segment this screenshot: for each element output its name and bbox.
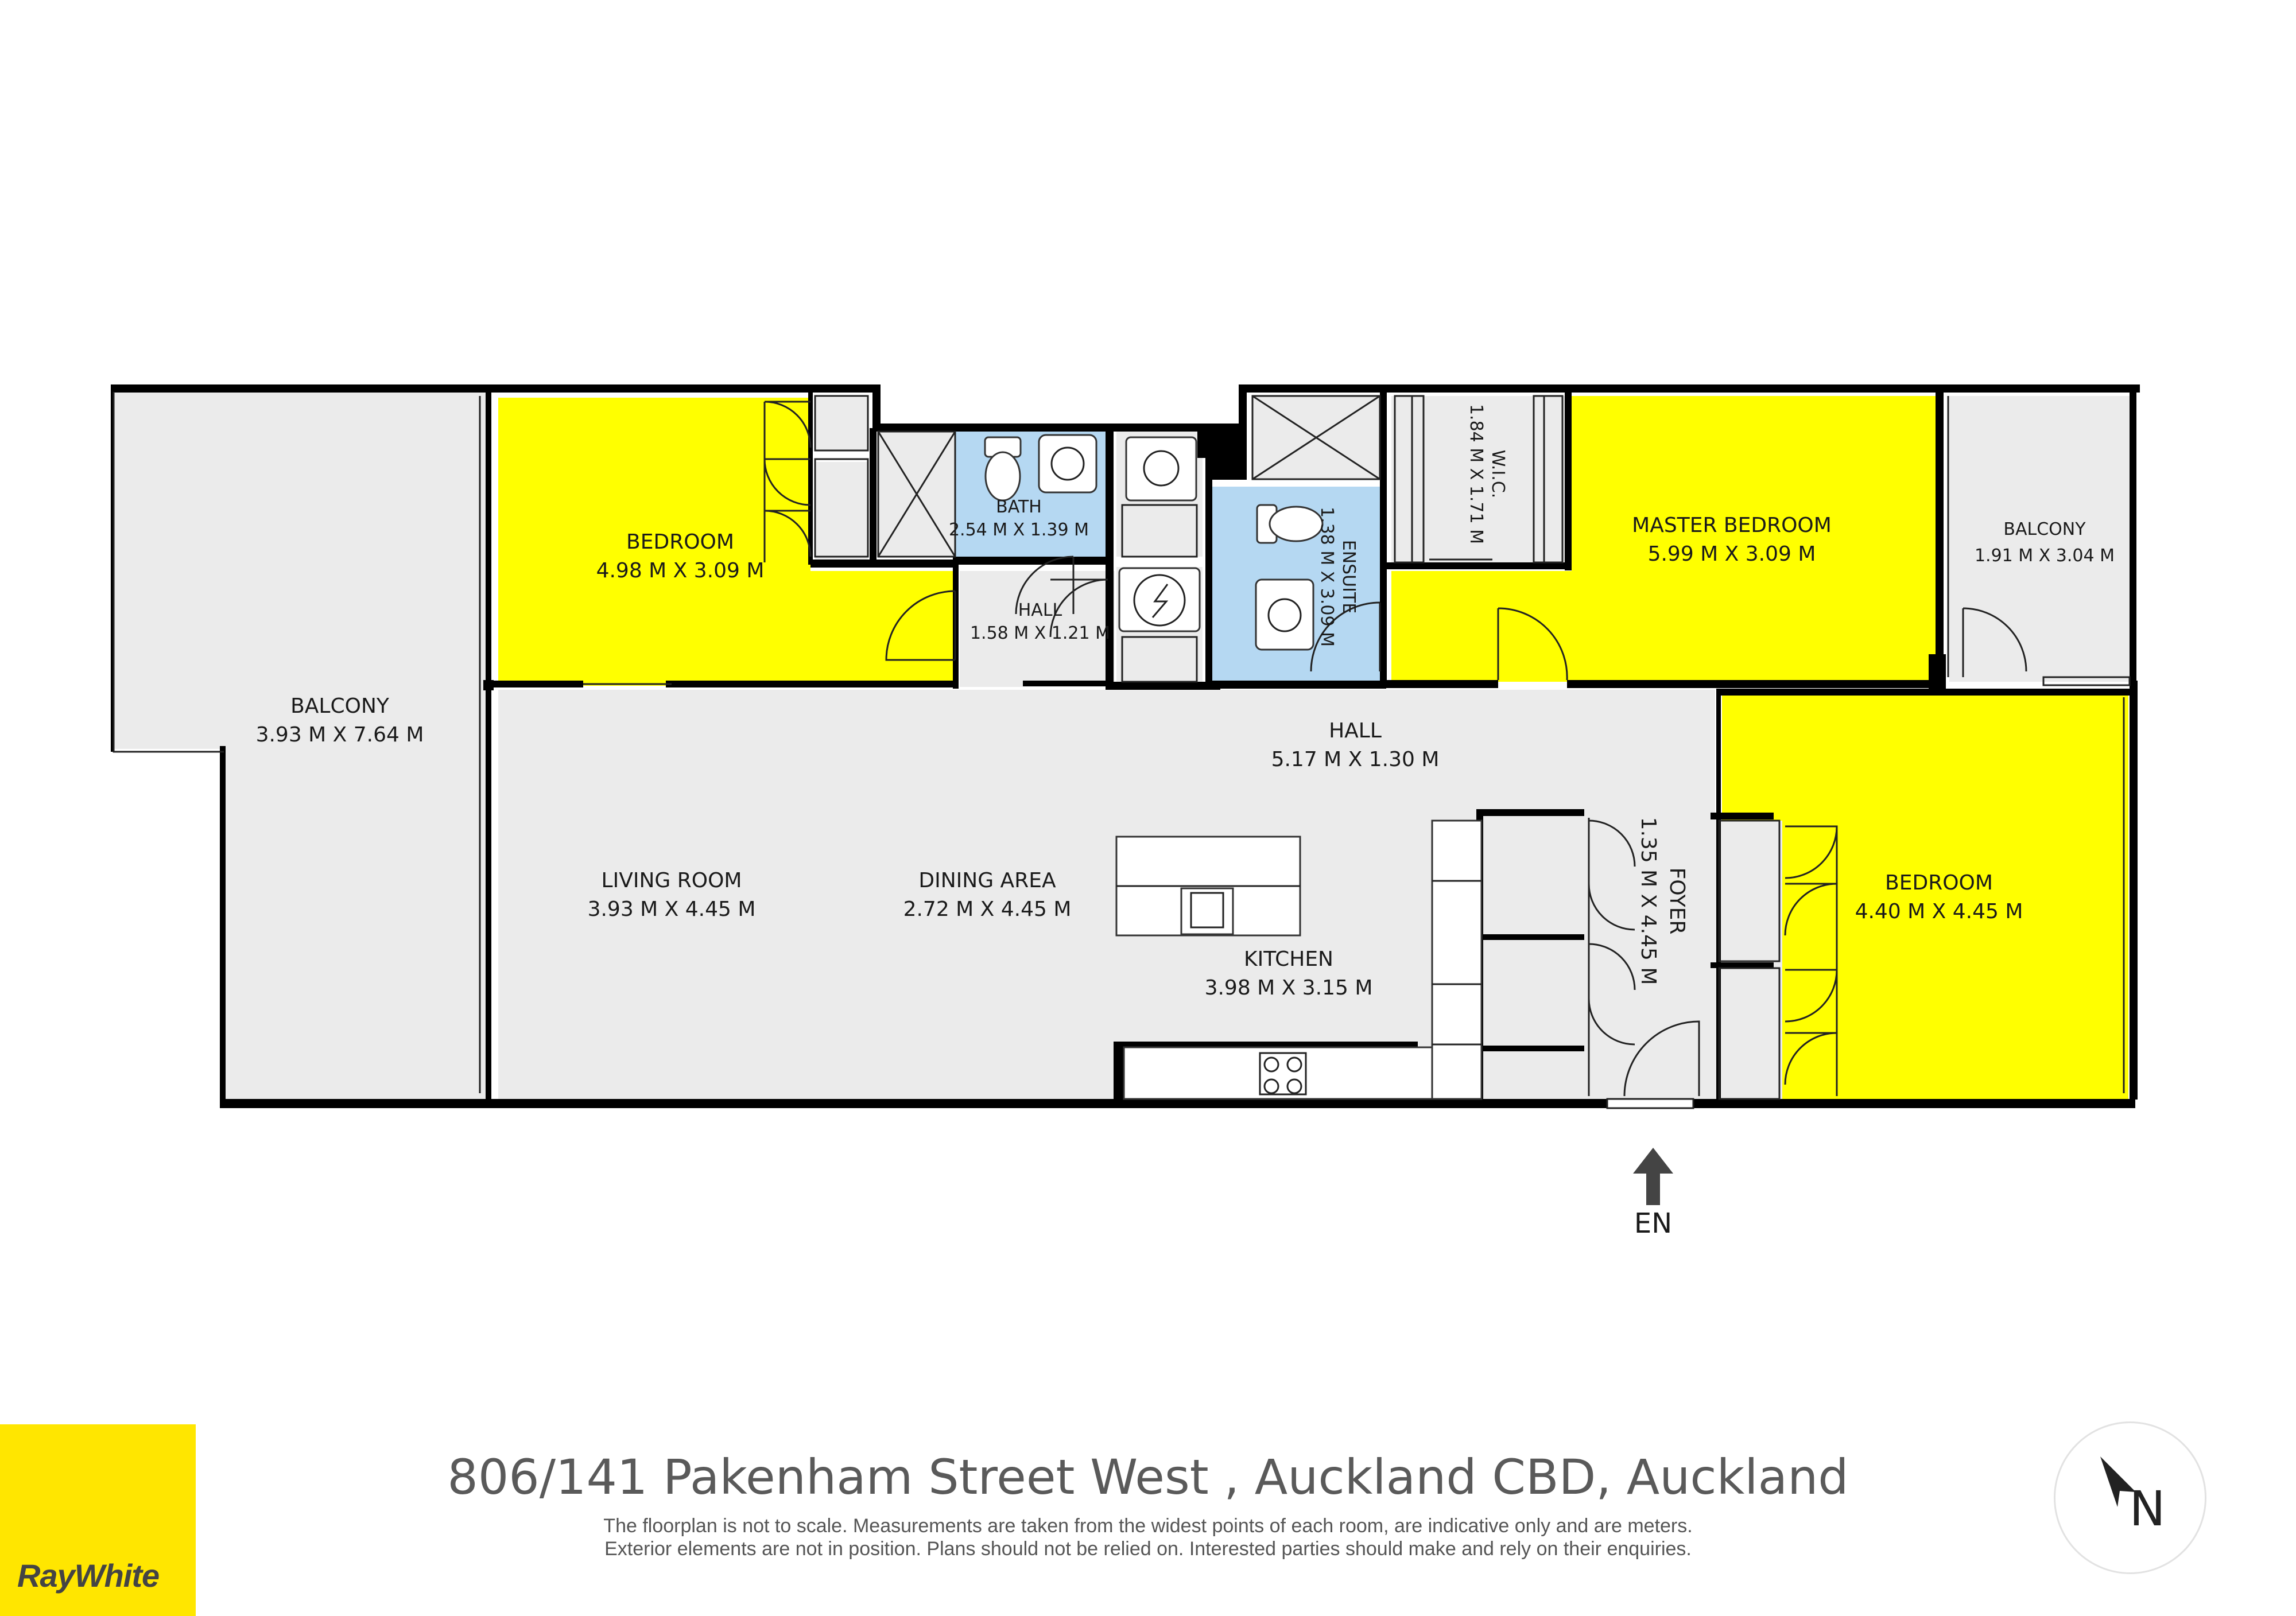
foyer-closet-2 [1718,967,1781,1100]
doors [763,401,2131,1097]
small-hall-dims: 1.58 M X 1.21 M [970,623,1110,643]
ensuite-toilet-icon [1256,504,1324,544]
bath-toilet-icon [984,436,1022,502]
foyer-closet-1 [1718,819,1781,962]
kitchen-cabinets [1431,819,1483,1100]
bedroom-right-floor [1722,694,2128,1099]
balcony-left-floor [114,392,487,1099]
small-hall-name: HALL [1018,600,1062,620]
living-room-dims: 3.93 M X 4.45 M [588,898,756,921]
small-hall-floor [960,571,1115,687]
raywhite-logo: RayWhite [17,1557,160,1594]
kitchen-name: KITCHEN [1244,947,1333,971]
kitchen-bench [1123,1046,1435,1100]
balcony-right-dims: 1.91 M X 3.04 M [1975,546,2115,566]
master-bedroom-floor [1391,396,1938,682]
bedroom-left-closet [814,458,869,558]
bedroom-left-name: BEDROOM [626,530,734,554]
entry-threshold [1606,1098,1694,1109]
balcony-right-floor [1949,396,2132,682]
dining-area-dims: 2.72 M X 4.45 M [903,898,1072,921]
wic-shelves [1394,395,1564,564]
bath-dims: 2.54 M X 1.39 M [949,520,1089,540]
raywhite-logo-panel: RayWhite [0,1424,196,1616]
bedroom-right-name: BEDROOM [1885,871,1993,895]
dining-area-name: DINING AREA [918,869,1056,892]
bedroom-right-closet [1722,821,1782,1099]
balcony-right-name: BALCONY [2003,519,2086,539]
disclaimer-line-2: Exterior elements are not in position. P… [604,1538,1692,1560]
compass: N [2054,1421,2206,1574]
main-hall-name: HALL [1329,719,1382,743]
wic-name: W.I.C. [1488,450,1508,499]
property-address: 806/141 Pakenham Street West , Auckland … [447,1449,1849,1505]
balcony-left-name: BALCONY [290,694,390,718]
closet-top-left [815,398,868,450]
bath-basin-icon [1038,434,1097,494]
living-dining-floor [498,690,1715,1099]
utility-cabinet [1121,636,1198,683]
bedroom-left-dims: 4.98 M X 3.09 M [596,559,765,582]
kitchen-dims: 3.98 M X 3.15 M [1205,976,1373,1000]
master-bedroom-name: MASTER BEDROOM [1632,514,1832,537]
compass-north-label: N [2129,1481,2166,1537]
balcony-left-dims: 3.93 M X 7.64 M [256,723,424,747]
wic-floor [1391,396,1565,564]
bath-name: BATH [996,497,1042,517]
bedroom-left-lower [810,571,955,686]
foyer-name: FOYER [1665,868,1689,935]
shower-left [877,430,956,558]
ensuite-dims: 1.38 M X 3.09 M [1317,507,1337,647]
foyer-dims: 1.35 M X 4.45 M [1636,817,1660,985]
laundry-cabinet [1121,504,1198,558]
hot-water-icon [1118,567,1201,632]
entrance-label: EN [1634,1207,1672,1240]
ensuite-basin-icon [1255,578,1314,651]
bedroom-right-dims: 4.40 M X 4.45 M [1855,900,2023,923]
shower-ensuite [1251,395,1381,480]
kitchen-island [1115,836,1301,937]
master-bedroom-dims: 5.99 M X 3.09 M [1648,542,1816,566]
closet-mid-left [815,462,868,560]
disclaimer-line-1: The floorplan is not to scale. Measureme… [603,1515,1693,1537]
entrance-arrow-icon [1633,1148,1673,1205]
living-room-name: LIVING ROOM [602,869,742,892]
main-hall-dims: 5.17 M X 1.30 M [1271,748,1440,771]
north-arrow-icon [2100,1456,2136,1507]
bedroom-left-closet-top [814,395,869,452]
ensuite-name: ENSUITE [1339,540,1359,614]
foyer-floor [1584,815,1716,1099]
laundry-basin-icon [1125,436,1197,502]
balcony-left-outline [113,392,224,753]
wic-dims: 1.84 M X 1.71 M [1466,404,1486,544]
bedroom-left-floor [498,398,810,686]
